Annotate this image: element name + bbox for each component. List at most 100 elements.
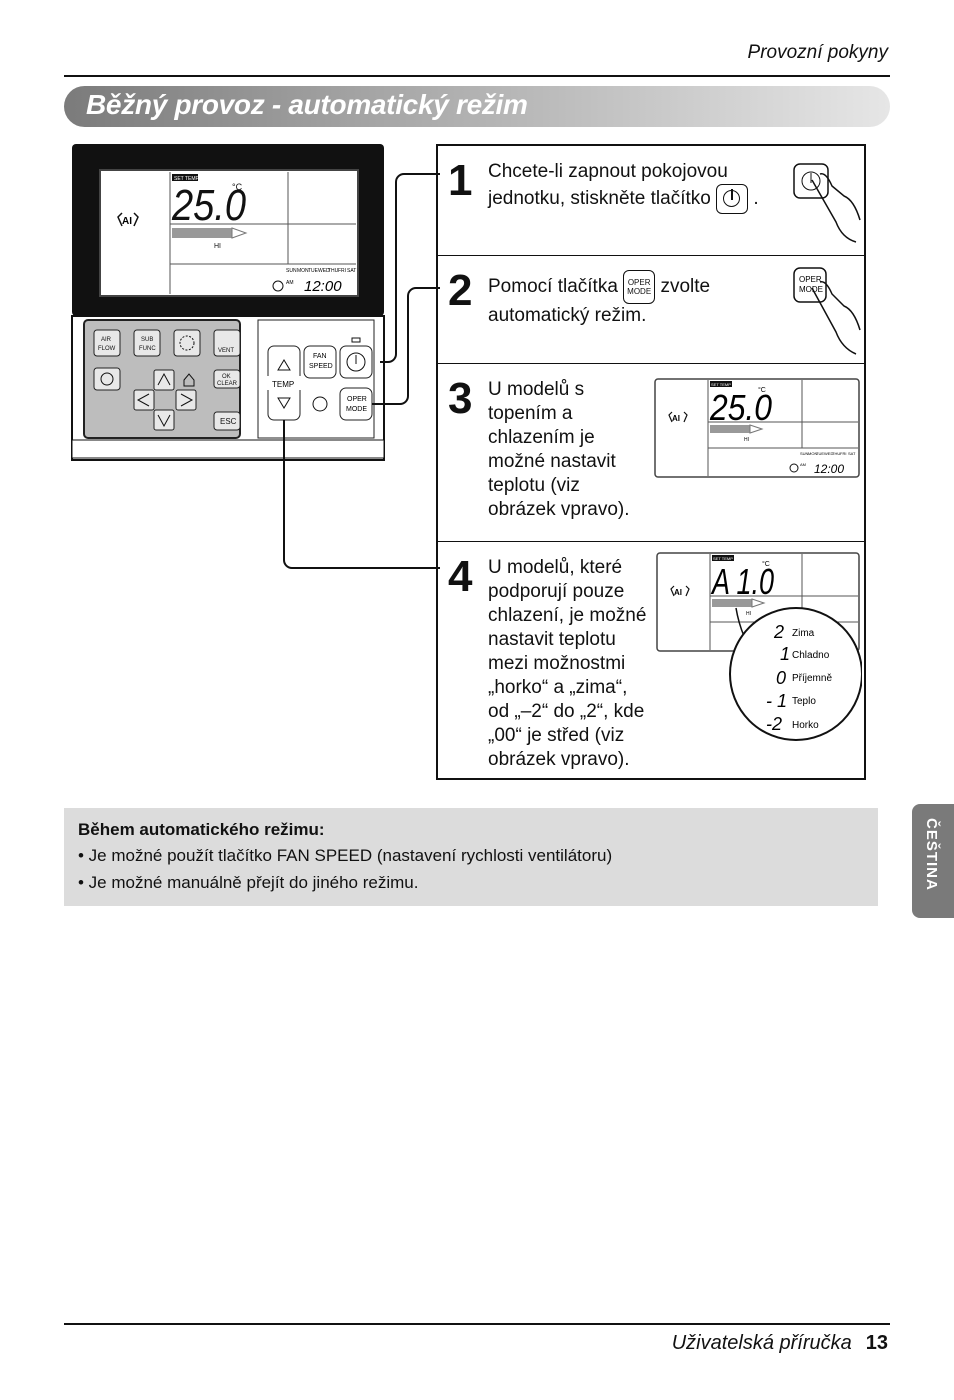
sensor-icon — [312, 396, 328, 412]
step-text: U modelů s topením a chlazením je možné … — [488, 379, 630, 520]
svg-text:2: 2 — [773, 622, 784, 642]
lcd-fan-bars — [172, 227, 248, 239]
ai-mode-icon — [670, 585, 690, 597]
hand-press-power-icon — [793, 163, 861, 243]
svg-text:Příjemně: Příjemně — [792, 673, 832, 684]
svg-text:SUB: SUB — [141, 337, 153, 343]
hand-press-oper-mode-icon: OPER MODE — [793, 267, 861, 355]
svg-text:WED: WED — [824, 451, 833, 456]
note-box: Během automatického režimu: • Je možné p… — [64, 808, 878, 906]
lcd-fan-level: HI — [214, 243, 221, 250]
step-number: 4 — [448, 552, 473, 601]
note-item: • Je možné manuálně přejít do jiného rež… — [78, 873, 419, 892]
svg-text:FRI: FRI — [338, 268, 346, 274]
step4-lcd-illustration: SET TEMP A 1.0 °C HI AI 2 Zima 1 Chladno… — [656, 552, 862, 741]
home-icon — [183, 373, 195, 387]
vent-button — [213, 329, 241, 357]
svg-text:Zima: Zima — [792, 628, 815, 639]
svg-text:AM: AM — [800, 462, 806, 467]
svg-text:OK: OK — [222, 374, 231, 380]
lcd-time-prefix: AM — [286, 280, 294, 286]
svg-text:WED: WED — [318, 268, 330, 274]
clock-icon — [789, 463, 799, 473]
fan-speed-button — [303, 345, 337, 379]
step3-lcd-illustration: SET TEMP 25.0 °C HI SUN MON TUE WED THU … — [654, 378, 860, 478]
svg-text:SAT: SAT — [347, 268, 356, 274]
svg-text:HI: HI — [746, 611, 751, 617]
right-arrow-button — [175, 389, 197, 411]
gear-icon — [179, 335, 195, 351]
up-arrow-button — [153, 369, 175, 391]
svg-text:-2: -2 — [766, 714, 782, 734]
steps-panel: 1 Chcete-li zapnout pokojovou jednotku, … — [436, 144, 866, 780]
page-number: 13 — [865, 1332, 888, 1354]
sub-func-button — [133, 329, 161, 357]
left-arrow-button — [133, 389, 155, 411]
svg-text:HI: HI — [744, 437, 749, 443]
svg-text:1: 1 — [780, 644, 790, 664]
step-text: Chcete-li zapnout pokojovou jednotku, st… — [488, 160, 759, 214]
air-flow-button — [93, 329, 121, 357]
lcd-unit: °C — [232, 182, 243, 192]
ai-mode-icon: AI — [117, 212, 139, 227]
temperature-scale: 2 Zima 1 Chladno 0 Příjemně - 1 Teplo -2… — [766, 622, 832, 734]
svg-text:A 1.0: A 1.0 — [711, 561, 774, 602]
svg-text:CLEAR: CLEAR — [217, 381, 238, 387]
svg-text:TUE: TUE — [308, 268, 319, 274]
svg-text:ESC: ESC — [220, 417, 237, 426]
footer-rule — [64, 1323, 890, 1325]
svg-text:Chladno: Chladno — [792, 650, 830, 661]
svg-text:FAN: FAN — [313, 353, 327, 360]
svg-text:THU: THU — [832, 451, 840, 456]
svg-text:SET TEMP: SET TEMP — [711, 382, 731, 387]
step-1: 1 Chcete-li zapnout pokojovou jednotku, … — [438, 146, 864, 256]
remote-lcd — [99, 169, 359, 297]
svg-text:0: 0 — [776, 668, 786, 688]
svg-text:TUE: TUE — [816, 451, 824, 456]
ai-mode-icon — [668, 411, 688, 423]
svg-text:Horko: Horko — [792, 720, 819, 731]
svg-text:SUN: SUN — [286, 268, 297, 274]
svg-text:SET TEMP: SET TEMP — [713, 556, 733, 561]
running-header: Provozní pokyny — [747, 42, 888, 63]
clock-icon — [272, 280, 284, 292]
status-led — [351, 337, 361, 343]
esc-button — [213, 411, 241, 431]
lcd-badge: SET TEMP — [174, 176, 199, 182]
svg-text:OPER: OPER — [347, 396, 367, 403]
svg-text:MODE: MODE — [799, 285, 823, 294]
down-arrow-button — [153, 409, 175, 431]
section-title-bar: Běžný provoz - automatický režim — [64, 86, 890, 127]
svg-text:OPER: OPER — [799, 275, 822, 284]
step-number: 1 — [448, 156, 473, 205]
step-number: 3 — [448, 374, 473, 423]
settings-button — [173, 329, 201, 357]
section-title: Běžný provoz - automatický režim — [86, 89, 528, 120]
ok-clear-button — [213, 369, 241, 389]
svg-text:AI: AI — [122, 216, 132, 227]
language-tab: ČEŠTINA — [912, 804, 954, 918]
svg-text:AIR: AIR — [101, 337, 112, 343]
svg-text:FRI: FRI — [840, 451, 846, 456]
svg-text:AI: AI — [672, 414, 680, 423]
step-number: 2 — [448, 266, 473, 315]
svg-text:AI: AI — [674, 588, 682, 597]
temp-up-icon — [277, 359, 291, 371]
svg-text:FUNC: FUNC — [139, 346, 156, 352]
oper-mode-button — [339, 387, 373, 421]
svg-text:SUN: SUN — [800, 451, 809, 456]
svg-text:FLOW: FLOW — [98, 346, 116, 352]
timer-button — [93, 367, 121, 391]
connector-lines — [283, 173, 440, 569]
svg-text:- 1: - 1 — [766, 691, 787, 711]
note-item: • Je možné použít tlačítko FAN SPEED (na… — [78, 846, 613, 865]
scale-callout — [729, 607, 862, 741]
lcd-temperature: 25.0 — [171, 181, 246, 230]
clock-icon — [100, 372, 114, 386]
svg-text:THU: THU — [328, 268, 339, 274]
lcd-time: 12:00 — [304, 278, 342, 295]
step-3: 3 U modelů s topením a chlazením je možn… — [438, 364, 864, 542]
